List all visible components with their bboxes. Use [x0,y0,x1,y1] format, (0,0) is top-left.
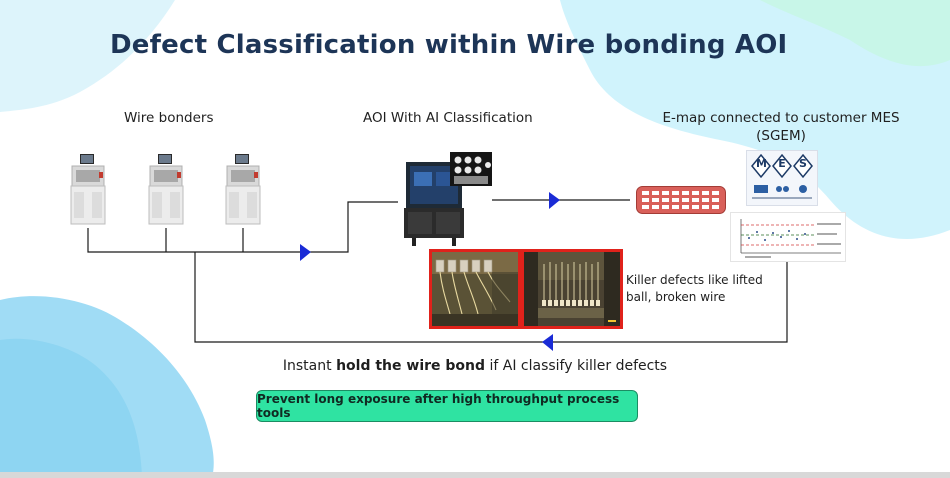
broken-wire-photo [521,249,623,329]
wire-bonder-machine-icon [148,154,184,225]
top-left-blob [0,0,175,112]
hold-emphasis: hold the wire bond [336,358,486,374]
mes-letter-e: E [778,157,786,170]
arrow-left-icon [542,334,553,351]
top-right-blob [560,0,950,239]
mes-letter-s: S [799,157,807,170]
killer-defects-note: Killer defects like lifted ball, broken … [626,273,763,304]
aoi-machine-icon [404,152,492,246]
hold-suffix: if AI classify killer defects [485,358,668,374]
feedback-line [194,252,788,343]
emap-label-line2: (SGEM) [756,128,806,144]
lifted-ball-photo [429,249,521,329]
wire-bonders-label: Wire bonders [124,110,214,126]
control-chart-icon [730,212,846,262]
right-teal-blob [760,0,950,67]
mes-logo-icon: M E S [746,150,818,206]
arrow-right-icon [300,244,311,261]
emap-label-line1: E-map connected to customer MES [662,110,900,126]
bottom-left-light-blob [0,338,142,478]
wire-bonder-machine-icon [225,154,261,225]
bonder-bus-line [87,201,398,253]
emap-grid-icon [636,186,726,214]
footer-bar [0,472,950,478]
page-title: Defect Classification within Wire bondin… [110,30,788,60]
mes-letter-m: M [756,157,767,170]
prevent-exposure-banner: Prevent long exposure after high through… [256,390,638,422]
prevent-exposure-text: Prevent long exposure after high through… [257,392,620,420]
aoi-label: AOI With AI Classification [363,110,533,126]
wire-bonder-machine-icon [70,154,106,225]
hold-statement: Instant hold the wire bond if AI classif… [0,358,950,374]
hold-prefix: Instant [282,358,337,374]
arrow-right-icon [549,192,560,209]
